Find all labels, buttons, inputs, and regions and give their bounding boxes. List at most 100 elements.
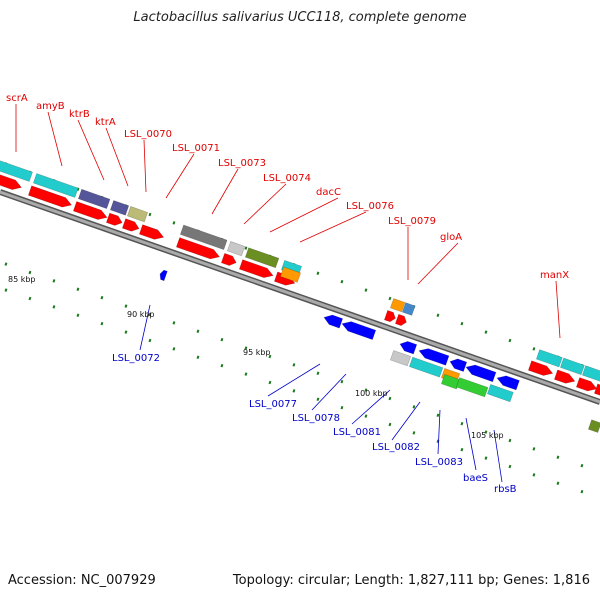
forward-gene-arrow[interactable] [383, 309, 397, 323]
forward-gene-arrow[interactable] [527, 360, 554, 378]
gene-label-lsl0076[interactable]: LSL_0076 [346, 201, 394, 212]
cog-box[interactable] [389, 298, 406, 313]
reverse-gene-arrow[interactable] [322, 313, 344, 329]
tick-dot [244, 246, 248, 250]
cog-box[interactable] [535, 349, 563, 368]
tick-dot [364, 288, 368, 292]
forward-gene-arrow[interactable] [238, 259, 274, 281]
forward-gene-arrow[interactable] [121, 218, 140, 234]
gene-label-lsl0081[interactable]: LSL_0081 [333, 427, 381, 438]
tick-dot [292, 389, 296, 393]
gene-label-manx[interactable]: manX [540, 270, 569, 281]
tick-dot [100, 321, 104, 326]
tick-dot [172, 321, 176, 325]
gene-label-rbsb[interactable]: rbsB [494, 484, 517, 495]
gene-label-scra[interactable]: scrA [6, 93, 28, 104]
cog-box[interactable] [279, 266, 302, 283]
forward-gene-arrow[interactable] [553, 369, 576, 386]
topology-text: Topology: circular; Length: 1,827,111 bp… [232, 573, 590, 588]
callout-line [243, 183, 287, 225]
reverse-gene-arrow[interactable] [417, 346, 450, 366]
forward-gene-arrow[interactable] [27, 185, 73, 210]
cog-box[interactable] [559, 357, 585, 376]
gene-label-lsl0074[interactable]: LSL_0074 [263, 173, 311, 184]
gene-labels: scrA amyB ktrB ktrA LSL_0070 LSL_0071 LS… [6, 93, 569, 495]
forward-gene-arrow[interactable] [72, 201, 108, 223]
tick-dot [460, 321, 464, 326]
cog-box[interactable] [109, 200, 130, 216]
tick-dot [532, 447, 536, 451]
gene-label-baes[interactable]: baeS [463, 473, 488, 484]
tick-dot [556, 481, 560, 486]
gene-label-ktra[interactable]: ktrA [95, 117, 116, 128]
gene-label-lsl0073[interactable]: LSL_0073 [218, 158, 266, 169]
tick-dot [268, 380, 272, 385]
forward-gene-arrow[interactable] [220, 252, 238, 267]
cog-box[interactable] [126, 206, 149, 223]
gene-label-ktrb[interactable]: ktrB [69, 109, 90, 120]
callout-line [493, 429, 503, 483]
tick-dot [172, 221, 176, 225]
callout-line [143, 139, 147, 193]
callout-line [417, 242, 459, 285]
forward-gene-arrow[interactable] [593, 383, 600, 397]
cog-box[interactable] [244, 247, 280, 269]
forward-gene-arrow[interactable] [105, 212, 123, 227]
cog-box[interactable] [179, 224, 228, 250]
cog-box[interactable] [486, 384, 514, 403]
scale-label-90: 90 kbp [127, 310, 155, 319]
gene-label-lsl0070[interactable]: LSL_0070 [124, 129, 172, 140]
tick-dot [220, 363, 224, 368]
forward-gene-arrow[interactable] [394, 313, 408, 327]
tick-dot [508, 464, 512, 469]
gene-label-lsl0082[interactable]: LSL_0082 [372, 442, 420, 453]
tick-dot [52, 279, 56, 283]
reverse-gene-arrow[interactable] [495, 373, 520, 391]
reverse-gene-arrow[interactable] [448, 357, 468, 372]
cog-box[interactable] [408, 356, 444, 378]
gene-label-lsl0079[interactable]: LSL_0079 [388, 216, 436, 227]
tick-dot [460, 421, 464, 426]
tick-dot [388, 296, 392, 301]
reverse-gene-arrow[interactable] [158, 269, 168, 282]
cog-box[interactable] [455, 377, 489, 398]
cog-box[interactable] [226, 241, 246, 257]
tick-dot [148, 338, 152, 343]
cog-box[interactable] [77, 188, 111, 210]
accession-text: Accession: NC_007929 [8, 573, 156, 588]
forward-gene-arrow[interactable] [0, 173, 23, 193]
reverse-gene-arrow[interactable] [340, 319, 377, 341]
tick-dot [580, 489, 584, 494]
gene-label-dacc[interactable]: dacC [316, 187, 341, 198]
callout-line [465, 417, 477, 471]
gene-label-gloa[interactable]: gloA [440, 232, 462, 243]
cog-box[interactable] [587, 419, 600, 433]
tick-dot [316, 397, 320, 402]
forward-gene-arrow[interactable] [175, 237, 221, 262]
gene-label-lsl0083[interactable]: LSL_0083 [415, 457, 463, 468]
callout-line [267, 363, 321, 397]
gene-label-lsl0078[interactable]: LSL_0078 [292, 413, 340, 424]
forward-gene-arrow[interactable] [138, 224, 165, 242]
forward-gene-arrow[interactable] [575, 377, 598, 394]
reverse-gene-arrow[interactable] [398, 339, 418, 355]
cog-box[interactable] [581, 365, 600, 383]
genome-backbone [0, 189, 600, 405]
gene-label-lsl0071[interactable]: LSL_0071 [172, 143, 220, 154]
tick-dot [148, 212, 152, 217]
cog-box[interactable] [0, 159, 33, 182]
scale-label-95: 95 kbp [243, 348, 271, 357]
gene-label-lsl0072[interactable]: LSL_0072 [112, 353, 160, 364]
tick-dot [460, 447, 464, 452]
callout-line [299, 211, 367, 243]
tick-dot [436, 413, 440, 418]
gene-label-amyb[interactable]: amyB [36, 101, 65, 112]
cog-box[interactable] [32, 173, 79, 198]
tick-dot [508, 438, 512, 443]
cog-box[interactable] [401, 302, 416, 316]
tick-dot [484, 430, 488, 434]
cog-box[interactable] [440, 373, 461, 390]
cog-box[interactable] [389, 350, 412, 367]
reverse-gene-arrow[interactable] [464, 362, 497, 383]
gene-label-lsl0077[interactable]: LSL_0077 [249, 399, 297, 410]
